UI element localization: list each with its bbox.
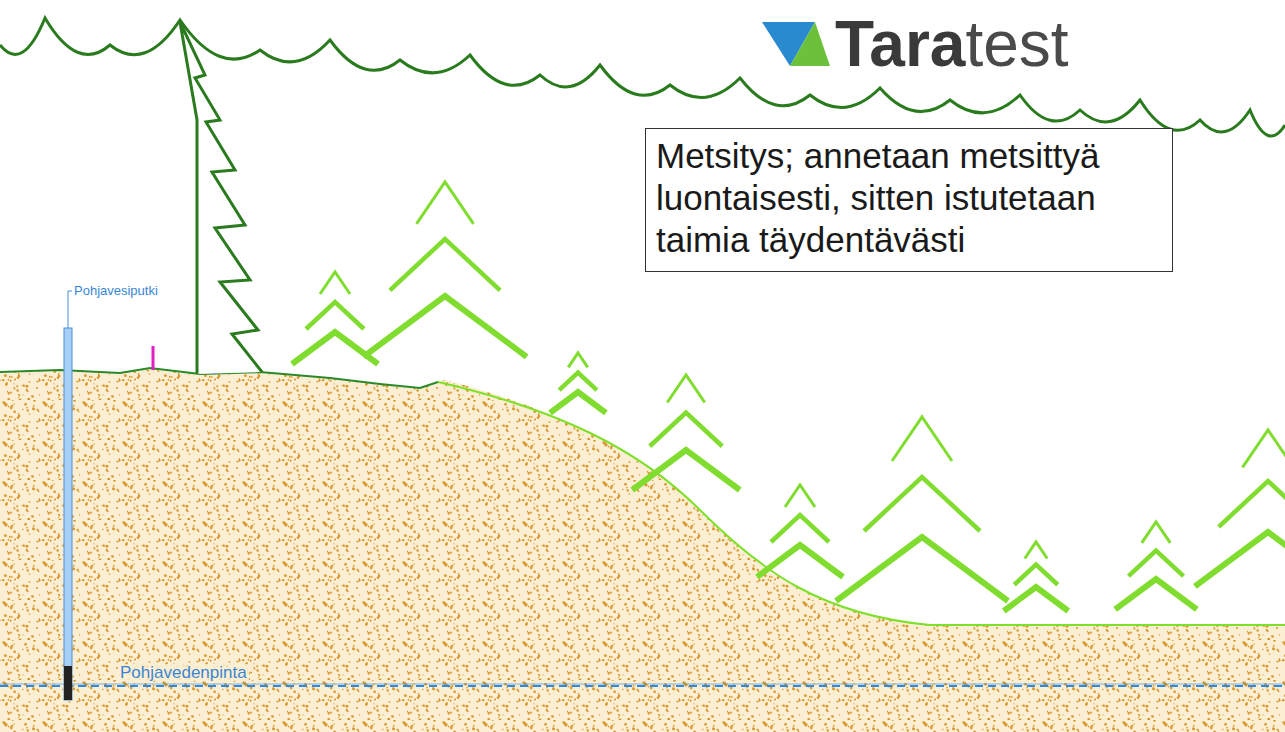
note-box: Metsitys; annetaan metsittyä luontaisest… [645, 128, 1173, 272]
groundwater-pipe [64, 328, 72, 700]
sapling-chevron [550, 392, 606, 413]
soil [0, 368, 1285, 732]
sapling-chevron [757, 545, 843, 577]
sapling-chevron [1195, 532, 1285, 586]
pipe-screen [64, 666, 72, 700]
sapling-chevron [1128, 551, 1183, 577]
sapling-chevron [864, 477, 980, 531]
logo-text: test [965, 12, 1068, 76]
logo-mark [762, 22, 830, 66]
ground-surface-new [438, 382, 1285, 625]
sapling-chevron [1219, 481, 1285, 527]
groundwater-level [0, 685, 1285, 687]
sapling-chevron [390, 239, 500, 290]
sapling-chevron [1243, 430, 1285, 467]
sapling-chevron [667, 375, 705, 403]
groundwater-label: Pohjavedenpinta [118, 664, 249, 681]
sapling-chevron [632, 450, 740, 490]
sapling-chevron [1142, 522, 1171, 543]
sapling-chevron [771, 515, 829, 542]
sapling-chevron [836, 537, 1008, 601]
sapling-chevron [1025, 542, 1048, 559]
sapling-chevron [568, 353, 588, 367]
sapling-chevron [320, 272, 350, 294]
pipe-leader [68, 291, 72, 328]
sapling-chevron [363, 296, 526, 357]
pipe-label: Pohjavesiputki [74, 284, 158, 297]
sapling-chevron [785, 485, 815, 507]
note-text: Metsitys; annetaan metsittyä luontaisest… [656, 135, 1162, 261]
sapling-chevron [1014, 565, 1058, 585]
sapling-chevron [1004, 587, 1069, 611]
sapling-chevron [559, 373, 597, 391]
logo-text: Tara [835, 12, 965, 76]
sapling-chevron [650, 413, 723, 447]
sapling-chevron [306, 302, 364, 329]
marker-pink [152, 346, 155, 370]
sapling-chevron [1115, 579, 1197, 609]
sapling-chevron [892, 417, 952, 461]
groundwater-level-solid [0, 684, 1285, 685]
sapling-chevron [417, 182, 474, 224]
big-spruce [180, 22, 262, 374]
